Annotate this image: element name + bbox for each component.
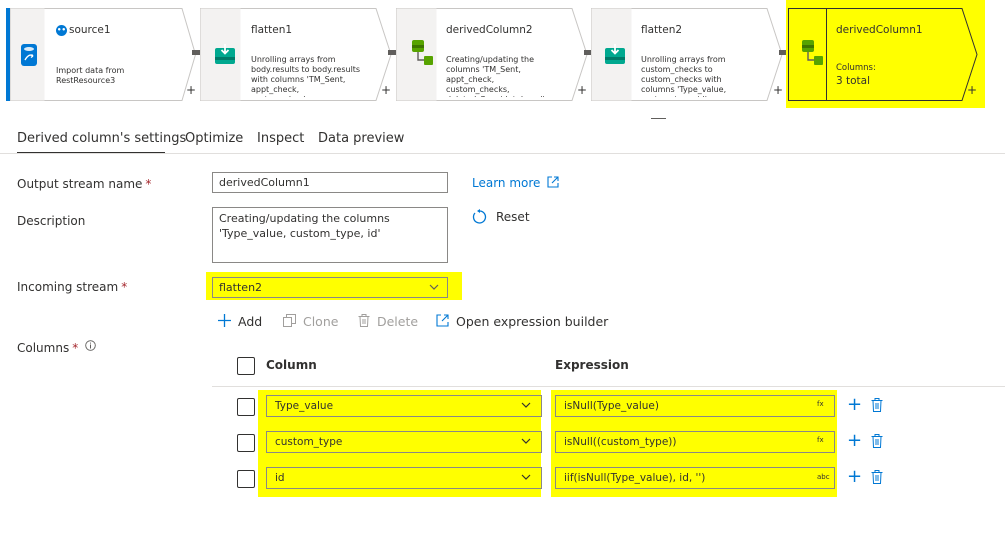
node-shape bbox=[591, 8, 783, 101]
chevron-down-icon bbox=[521, 438, 531, 444]
row-checkbox[interactable] bbox=[237, 398, 255, 416]
learn-more-link[interactable]: Learn more bbox=[472, 176, 559, 190]
chevron-down-icon bbox=[521, 474, 531, 480]
pipeline-canvas: •• source1 Import data from RestResource… bbox=[0, 0, 1005, 119]
column-name-select[interactable]: Type_value bbox=[266, 395, 542, 417]
tab-data-preview[interactable]: Data preview bbox=[318, 131, 405, 146]
expression-type-icon: fx bbox=[817, 400, 824, 408]
column-header-column: Column bbox=[266, 358, 317, 372]
expression-value: isNull((custom_type)) bbox=[564, 436, 677, 448]
add-transform-button[interactable]: + bbox=[577, 83, 588, 97]
external-link-icon bbox=[436, 314, 449, 327]
add-row-button[interactable]: + bbox=[847, 430, 863, 451]
select-all-checkbox[interactable] bbox=[237, 357, 255, 375]
description-label: Description bbox=[17, 214, 86, 228]
open-expression-builder-label: Open expression builder bbox=[455, 314, 609, 329]
add-transform-button[interactable]: + bbox=[773, 83, 784, 97]
expression-type-icon: fx bbox=[817, 436, 824, 444]
expression-value: isNull(Type_value) bbox=[564, 400, 659, 412]
incoming-stream-label: Incoming stream* bbox=[17, 280, 128, 294]
add-transform-button[interactable]: + bbox=[967, 83, 978, 97]
columns-label: Columns* bbox=[17, 340, 96, 355]
node-description: Creating/updating the columns 'TM_Sent, … bbox=[446, 55, 545, 97]
delete-column-button[interactable]: Delete bbox=[358, 314, 418, 329]
clone-column-button[interactable]: Clone bbox=[283, 314, 338, 329]
node-title: flatten1 bbox=[251, 24, 293, 36]
tab-derived-column-settings[interactable]: Derived column's settings bbox=[17, 131, 187, 146]
reset-label: Reset bbox=[496, 210, 530, 224]
info-icon[interactable] bbox=[85, 340, 96, 351]
add-label: Add bbox=[237, 314, 263, 329]
node-description: Import data from RestResource3 bbox=[56, 66, 125, 85]
plus-icon bbox=[218, 314, 231, 327]
trash-icon[interactable] bbox=[871, 434, 883, 448]
external-link-icon bbox=[547, 176, 559, 188]
canvas-scroll-indicator[interactable] bbox=[651, 118, 666, 119]
row-checkbox[interactable] bbox=[237, 434, 255, 452]
expression-input[interactable]: isNull((custom_type)) bbox=[555, 431, 835, 453]
flatten-icon bbox=[215, 44, 235, 64]
column-name-value: id bbox=[275, 472, 285, 484]
column-name-select[interactable]: id bbox=[266, 467, 542, 489]
delete-label: Delete bbox=[376, 314, 419, 329]
canvas-left-edge bbox=[6, 8, 10, 101]
add-row-button[interactable]: + bbox=[847, 466, 863, 487]
node-shape bbox=[396, 8, 588, 101]
incoming-stream-select[interactable]: flatten2 bbox=[212, 277, 448, 298]
node-title: derivedColumn2 bbox=[446, 24, 533, 36]
tab-divider bbox=[0, 153, 1005, 154]
trash-icon[interactable] bbox=[871, 470, 883, 484]
column-name-value: Type_value bbox=[275, 400, 334, 412]
tab-inspect[interactable]: Inspect bbox=[257, 131, 305, 146]
source-info-icon: •• bbox=[56, 25, 67, 36]
required-mark: * bbox=[72, 341, 79, 355]
add-row-button[interactable]: + bbox=[847, 394, 863, 415]
node-title: source1 bbox=[69, 24, 111, 36]
columns-count-label: Columns: bbox=[836, 63, 876, 73]
node-title: flatten2 bbox=[641, 24, 683, 36]
output-stream-name-input[interactable]: derivedColumn1 bbox=[212, 172, 448, 193]
clone-icon bbox=[283, 314, 296, 327]
flatten-icon bbox=[605, 44, 625, 64]
node-description: Unrolling arrays from body.results to bo… bbox=[251, 55, 361, 97]
learn-more-label: Learn more bbox=[472, 176, 541, 190]
column-name-value: custom_type bbox=[275, 436, 343, 448]
header-divider bbox=[212, 386, 1005, 387]
required-mark: * bbox=[145, 177, 152, 191]
trash-icon[interactable] bbox=[871, 398, 883, 412]
node-description: Unrolling arrays from custom_checks to c… bbox=[641, 55, 727, 97]
expression-input[interactable]: isNull(Type_value) bbox=[555, 395, 835, 417]
expression-type-icon: abc bbox=[817, 473, 830, 481]
column-header-expression: Expression bbox=[555, 358, 629, 372]
add-column-button[interactable]: Add bbox=[218, 314, 262, 329]
add-transform-button[interactable]: + bbox=[186, 83, 197, 97]
incoming-stream-value: flatten2 bbox=[219, 281, 263, 294]
row-checkbox[interactable] bbox=[237, 470, 255, 488]
column-name-select[interactable]: custom_type bbox=[266, 431, 542, 453]
output-stream-name-label: Output stream name* bbox=[17, 177, 152, 191]
chevron-down-icon bbox=[429, 284, 439, 290]
node-shape bbox=[788, 8, 978, 101]
source-icon bbox=[21, 44, 37, 66]
node-title: derivedColumn1 bbox=[836, 24, 923, 36]
derived-column-icon bbox=[802, 40, 823, 65]
expression-input[interactable]: iif(isNull(Type_value), id, '') bbox=[555, 467, 835, 489]
columns-count-value: 3 total bbox=[836, 75, 871, 87]
chevron-down-icon bbox=[521, 402, 531, 408]
open-expression-builder-button[interactable]: Open expression builder bbox=[436, 314, 608, 329]
clone-label: Clone bbox=[302, 314, 339, 329]
derived-column-icon bbox=[412, 40, 433, 65]
tab-optimize[interactable]: Optimize bbox=[185, 131, 244, 146]
required-mark: * bbox=[121, 280, 128, 294]
reset-icon bbox=[472, 209, 487, 224]
trash-icon bbox=[358, 314, 370, 327]
add-transform-button[interactable]: + bbox=[381, 83, 392, 97]
expression-value: iif(isNull(Type_value), id, '') bbox=[564, 472, 706, 484]
description-textarea[interactable]: Creating/updating the columns 'Type_valu… bbox=[212, 207, 448, 263]
